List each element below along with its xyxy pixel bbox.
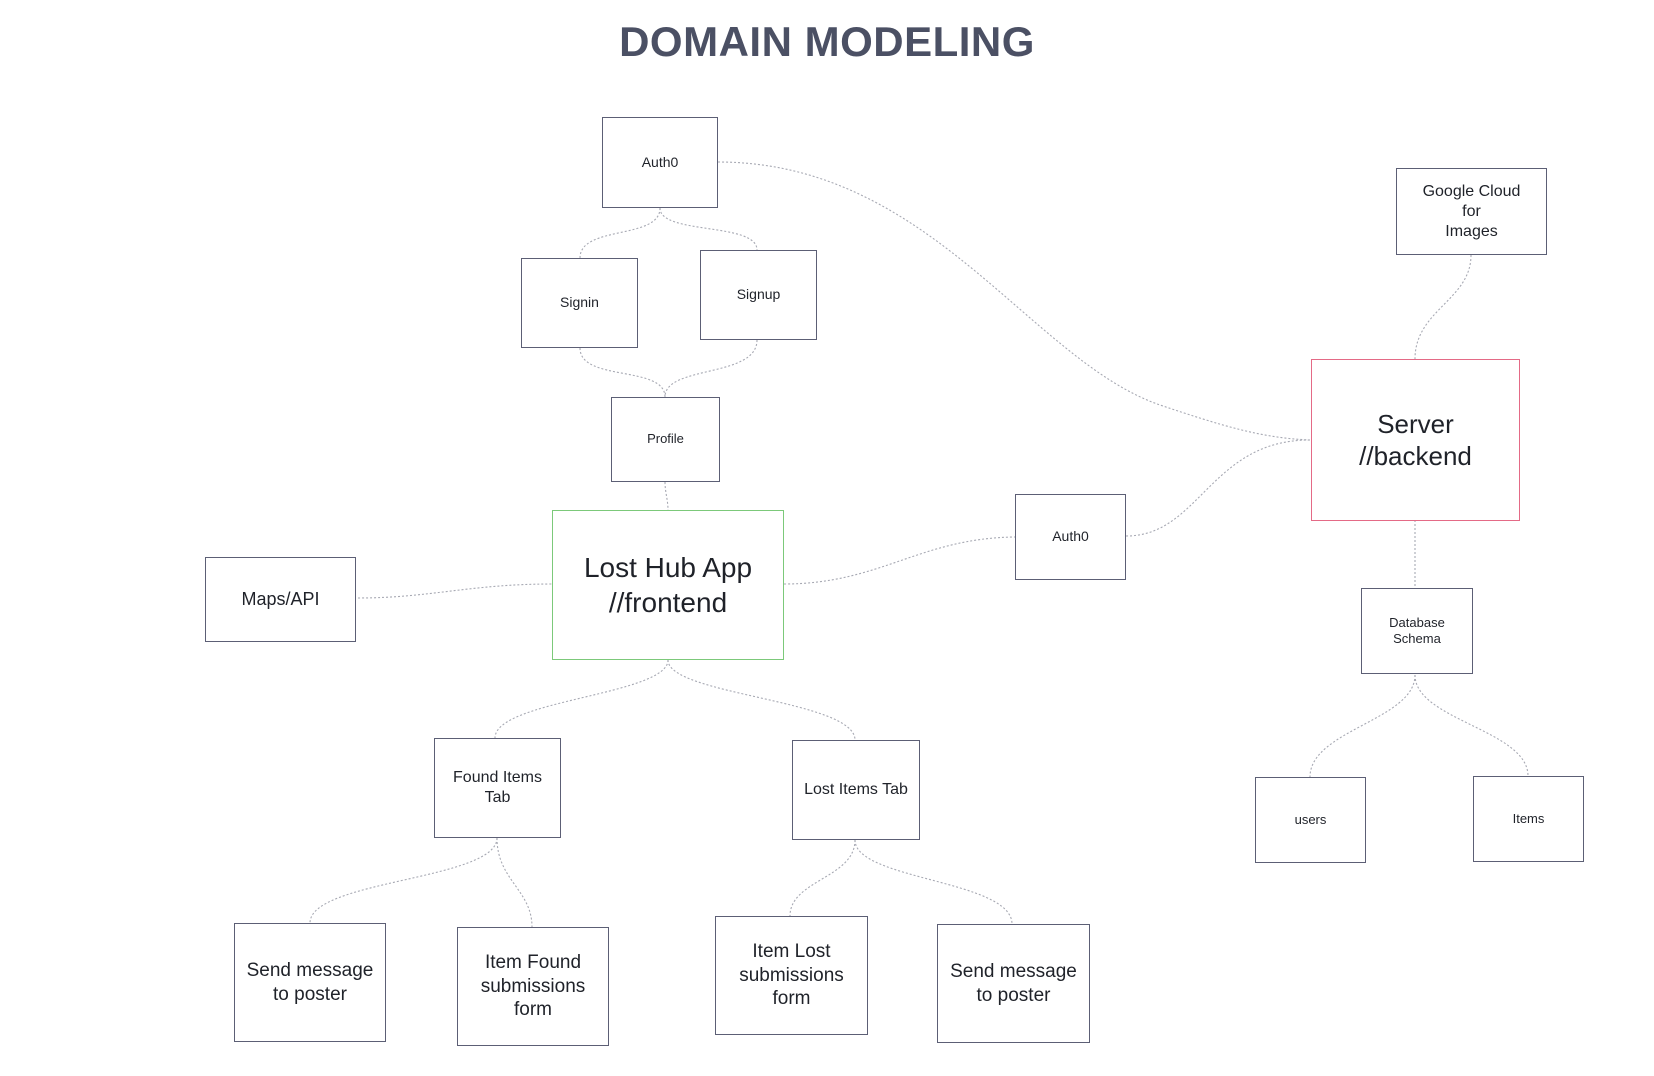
found-items-tab-node[interactable]: Found Items Tab [434,738,561,838]
server-node[interactable]: Server //backend [1311,359,1520,521]
connector-auth0-server [717,161,1311,441]
send-message-node-1[interactable]: Send message to poster [234,923,386,1042]
connector-profile-app [664,481,669,511]
lost-hub-app-node[interactable]: Lost Hub App //frontend [552,510,784,660]
page-title: DOMAIN MODELING [619,18,1035,65]
connector-found-send [309,837,498,924]
google-cloud-node[interactable]: Google Cloud for Images [1396,168,1547,255]
lost-items-tab-node[interactable]: Lost Items Tab [792,740,920,840]
connector-auth0-server-mid [1125,439,1311,537]
connector-db-users [1309,674,1416,778]
send-message-node-2[interactable]: Send message to poster [937,924,1090,1043]
connector-signup-profile [664,339,758,398]
connector-lost-send [854,839,1013,925]
connector-auth0-signup [659,207,758,251]
connector-found-form [496,837,533,928]
connector-app-auth0 [783,536,1016,585]
auth0-mid-node[interactable]: Auth0 [1015,494,1126,580]
connector-app-found [494,659,669,739]
maps-api-node[interactable]: Maps/API [205,557,356,642]
signin-node[interactable]: Signin [521,258,638,348]
profile-node[interactable]: Profile [611,397,720,482]
connector-app-lost [667,659,856,741]
auth0-top-node[interactable]: Auth0 [602,117,718,208]
connector-signin-profile [579,347,666,398]
item-lost-form-node[interactable]: Item Lost submissions form [715,916,868,1035]
items-node[interactable]: Items [1473,776,1584,862]
connector-maps-app [357,583,553,599]
connector-gcloud-server [1414,254,1472,360]
connector-lost-form [789,839,856,917]
users-node[interactable]: users [1255,777,1366,863]
signup-node[interactable]: Signup [700,250,817,340]
connector-db-items [1414,674,1529,777]
database-schema-node[interactable]: Database Schema [1361,588,1473,674]
item-found-form-node[interactable]: Item Found submissions form [457,927,609,1046]
connector-auth0-signin [579,207,661,259]
